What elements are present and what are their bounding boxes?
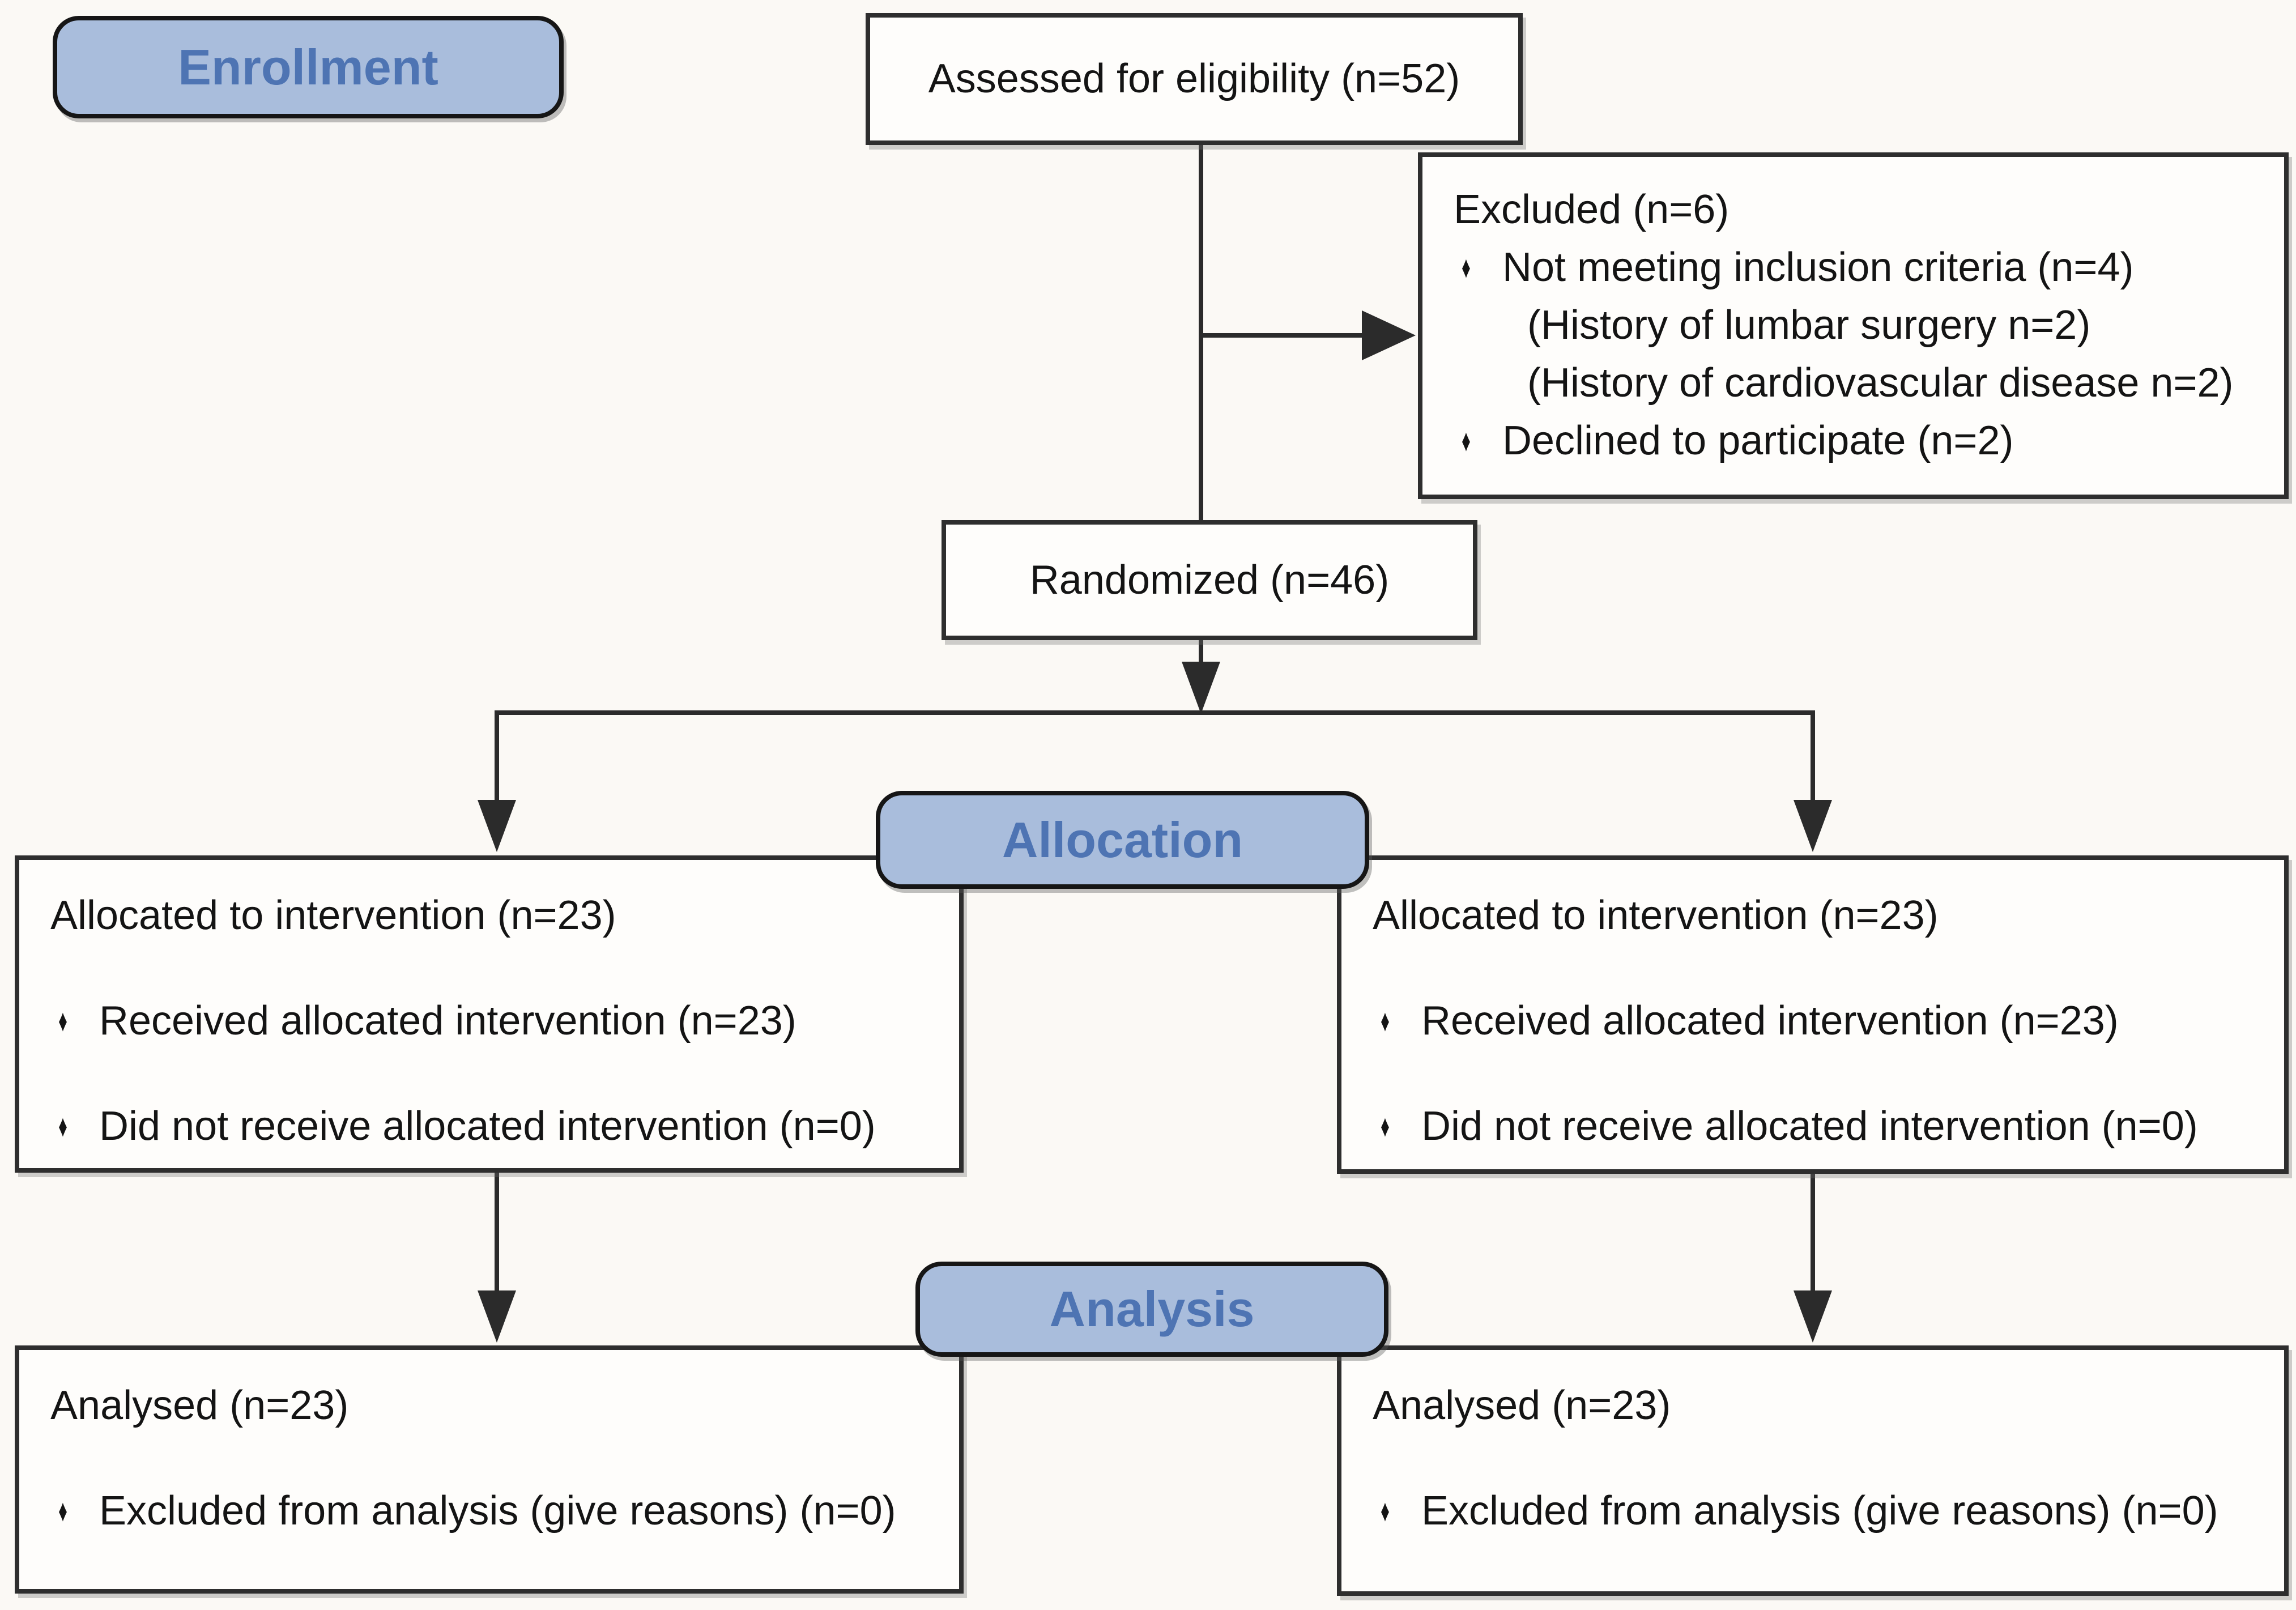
arrowhead-left-allocation-icon [478,800,516,852]
list-item: (History of cardiovascular disease n=2) [1454,354,2267,412]
allocation-stage-label: Allocation [1002,811,1243,868]
bullet-marker: ♦ [1373,1004,1421,1038]
allocation-left-box: Allocated to intervention (n=23) ♦ Recei… [15,855,964,1173]
list-item: (History of lumbar surgery n=2) [1454,296,2267,354]
list-item: ♦ Declined to participate (n=2) [1454,412,2267,470]
analysis-left-title: Analysed (n=23) [50,1382,349,1428]
analysis-left-item-text: Excluded from analysis (give reasons) (n… [99,1488,896,1534]
diamond-bullet-icon: ♦ [1381,1109,1390,1143]
bullet-marker: ♦ [1454,424,1502,458]
bullet-marker: ♦ [1454,250,1502,284]
list-item: ♦ Received allocated intervention (n=23) [1373,989,2267,1053]
arrowhead-excluded-icon [1362,310,1416,360]
allocation-stage-banner: Allocation [876,791,1369,889]
diamond-bullet-icon: ♦ [1462,423,1471,458]
bullet-marker: ♦ [1373,1494,1421,1528]
allocation-left-title: Allocated to intervention (n=23) [50,892,616,938]
diamond-bullet-icon: ♦ [1381,1493,1390,1528]
list-item: ♦ Did not receive allocated intervention… [1373,1094,2267,1158]
diamond-bullet-icon: ♦ [58,1493,67,1528]
diamond-bullet-icon: ♦ [58,1003,67,1038]
bullet-marker: ♦ [50,1109,99,1143]
analysis-stage-label: Analysis [1049,1281,1255,1337]
list-item: ♦ Excluded from analysis (give reasons) … [1373,1479,2267,1543]
allocation-left-item-text: Received allocated intervention (n=23) [99,998,796,1043]
analysis-right-title-row: Analysed (n=23) [1373,1374,2267,1437]
allocation-right-title: Allocated to intervention (n=23) [1373,892,1939,938]
arrowhead-right-allocation-icon [1794,800,1832,852]
excluded-title: Excluded (n=6) [1454,186,1730,232]
excluded-item-text: Declined to participate (n=2) [1502,418,2014,463]
analysis-left-box: Analysed (n=23) ♦ Excluded from analysis… [15,1345,964,1594]
assessed-text: Assessed for eligibility (n=52) [928,56,1460,102]
excluded-title-row: Excluded (n=6) [1454,181,2267,238]
assessed-for-eligibility-box: Assessed for eligibility (n=52) [866,13,1523,145]
enrollment-stage-label: Enrollment [178,39,438,95]
list-item: ♦ Received allocated intervention (n=23) [50,989,942,1053]
allocation-right-box: Allocated to intervention (n=23) ♦ Recei… [1337,855,2289,1174]
allocation-left-item-text: Did not receive allocated intervention (… [99,1103,876,1149]
randomized-box: Randomized (n=46) [942,520,1477,640]
list-item: ♦ Did not receive allocated intervention… [50,1094,942,1158]
list-item: ♦ Excluded from analysis (give reasons) … [50,1479,942,1543]
allocation-left-title-row: Allocated to intervention (n=23) [50,884,942,947]
arrowhead-left-analysis-icon [478,1290,516,1343]
allocation-right-item-text: Received allocated intervention (n=23) [1421,998,2119,1043]
analysis-right-box: Analysed (n=23) ♦ Excluded from analysis… [1337,1345,2289,1596]
excluded-item-text: Not meeting inclusion criteria (n=4) [1502,244,2134,290]
bullet-marker: ♦ [1373,1109,1421,1143]
randomized-text: Randomized (n=46) [1029,557,1390,603]
list-item: ♦ Not meeting inclusion criteria (n=4) [1454,238,2267,296]
analysis-right-item-text: Excluded from analysis (give reasons) (n… [1421,1488,2218,1534]
bullet-marker: ♦ [50,1494,99,1528]
bullet-marker: ♦ [50,1004,99,1038]
analysis-right-title: Analysed (n=23) [1373,1382,1671,1428]
diamond-bullet-icon: ♦ [58,1109,67,1143]
diamond-bullet-icon: ♦ [1462,250,1471,284]
allocation-right-title-row: Allocated to intervention (n=23) [1373,884,2267,947]
enrollment-stage-banner: Enrollment [53,16,564,118]
allocation-right-item-text: Did not receive allocated intervention (… [1421,1103,2198,1149]
analysis-left-title-row: Analysed (n=23) [50,1374,942,1437]
diamond-bullet-icon: ♦ [1381,1003,1390,1038]
arrowhead-split-icon [1182,662,1220,714]
excluded-item-text: (History of lumbar surgery n=2) [1527,302,2091,348]
excluded-box: Excluded (n=6) ♦ Not meeting inclusion c… [1418,152,2289,499]
arrowhead-right-analysis-icon [1794,1290,1832,1343]
analysis-stage-banner: Analysis [915,1262,1388,1357]
excluded-item-text: (History of cardiovascular disease n=2) [1527,360,2234,406]
